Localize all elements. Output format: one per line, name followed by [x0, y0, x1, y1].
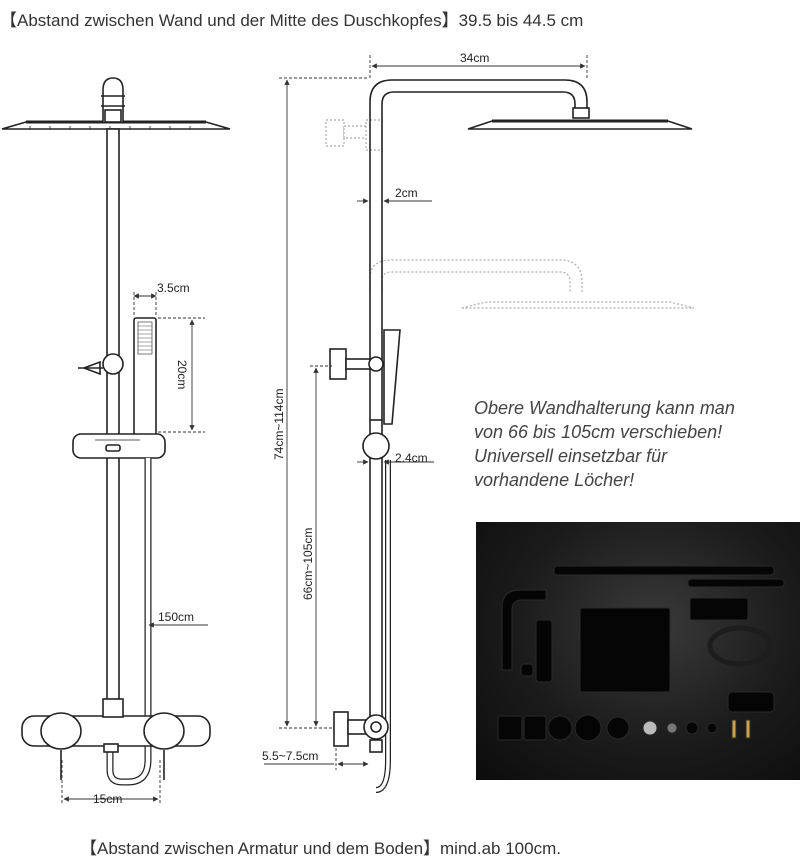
photo-hand-shower — [535, 619, 553, 683]
front-hand-shower — [133, 317, 157, 437]
photo-bracket-block — [689, 597, 749, 621]
side-view — [325, 79, 695, 793]
front-slider-holder — [72, 433, 166, 459]
side-thermostat-mixer — [333, 711, 389, 753]
front-view-dimensions — [61, 292, 208, 804]
photo-long-pipe — [553, 565, 775, 576]
dim-hand-shower-length: 20cm — [175, 360, 189, 389]
product-photo — [476, 522, 800, 780]
side-slider — [362, 432, 390, 460]
front-thermostat-mixer — [21, 698, 211, 780]
side-rain-shower-head — [467, 119, 693, 130]
photo-holder — [727, 691, 775, 713]
front-view — [1, 77, 231, 786]
dim-hand-shower-width: 3.5cm — [157, 281, 190, 295]
dim-wall-offset: 5.5~7.5cm — [262, 749, 318, 763]
side-shower-arm — [369, 79, 588, 420]
note-line-1: Obere Wandhalterung kann man — [474, 398, 735, 418]
dim-slider-diameter: 2.4cm — [395, 451, 428, 465]
note-line-4: vorhandene Löcher! — [474, 470, 635, 490]
product-parts-illustration — [497, 565, 785, 742]
dim-arm-length: 34cm — [460, 51, 489, 65]
photo-hose-coil — [707, 625, 773, 667]
photo-arm-knob — [520, 663, 534, 677]
front-head-connector — [101, 77, 125, 123]
dim-inlet-spacing: 15cm — [93, 792, 122, 806]
front-riser-pipe — [106, 128, 120, 720]
photo-riser-pipe — [687, 578, 785, 588]
top-caption: 【Abstand zwischen Wand und der Mitte des… — [0, 11, 584, 30]
mounting-note: Obere Wandhalterung kann man von 66 bis … — [474, 396, 794, 492]
side-ghost-arm — [325, 119, 695, 309]
note-line-2: von 66 bis 105cm verschieben! — [474, 422, 723, 442]
side-view-dimensions — [264, 55, 588, 770]
photo-curved-arm — [501, 589, 547, 671]
dim-bracket-range: 66cm~105cm — [301, 528, 315, 600]
note-line-3: Universell einsetzbar für — [474, 446, 668, 466]
front-rain-shower-head — [1, 120, 231, 130]
side-hand-shower — [383, 329, 401, 425]
bottom-caption: 【Abstand zwischen Armatur und dem Boden】… — [80, 839, 561, 858]
dim-total-height: 74cm~114cm — [272, 389, 286, 460]
photo-square-head — [579, 607, 671, 693]
side-wall-bracket — [329, 348, 384, 380]
dim-pipe-diameter: 2cm — [395, 186, 418, 200]
dim-hose-length: 150cm — [158, 610, 194, 624]
front-wall-bracket — [78, 353, 124, 376]
